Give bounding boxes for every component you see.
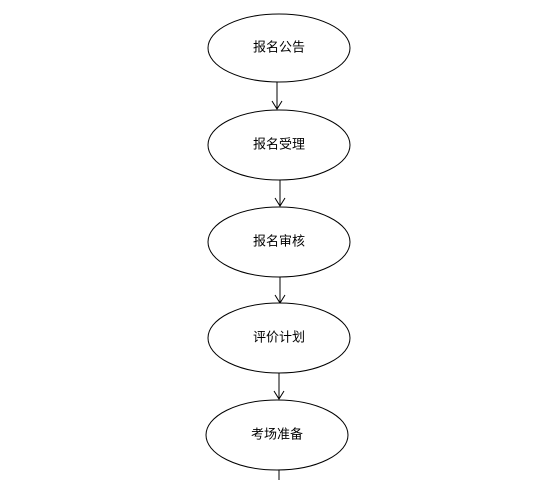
node-ellipse	[207, 302, 351, 374]
arrowhead-icon	[274, 197, 286, 207]
edge-acceptance-to-review	[274, 180, 286, 207]
node-registration-review: 报名审核	[207, 206, 351, 278]
edge-review-to-plan	[274, 277, 286, 304]
node-ellipse	[207, 206, 351, 278]
node-label: 报名审核	[253, 234, 305, 250]
node-ellipse	[207, 109, 351, 181]
edge-announcement-to-acceptance	[271, 82, 283, 110]
node-ellipse	[205, 399, 349, 471]
edge-plan-to-venue	[273, 373, 285, 400]
arrowhead-icon	[273, 390, 285, 400]
node-label: 报名受理	[253, 137, 305, 153]
node-label: 考场准备	[251, 427, 303, 443]
node-ellipse	[207, 13, 351, 83]
node-label: 评价计划	[253, 331, 305, 346]
node-registration-acceptance: 报名受理	[207, 109, 351, 181]
node-label: 报名公告	[253, 40, 305, 56]
arrowhead-icon	[271, 100, 283, 110]
node-registration-announcement: 报名公告	[207, 13, 351, 83]
node-exam-venue-preparation: 考场准备	[205, 399, 349, 471]
node-evaluation-plan: 评价计划	[207, 302, 351, 374]
